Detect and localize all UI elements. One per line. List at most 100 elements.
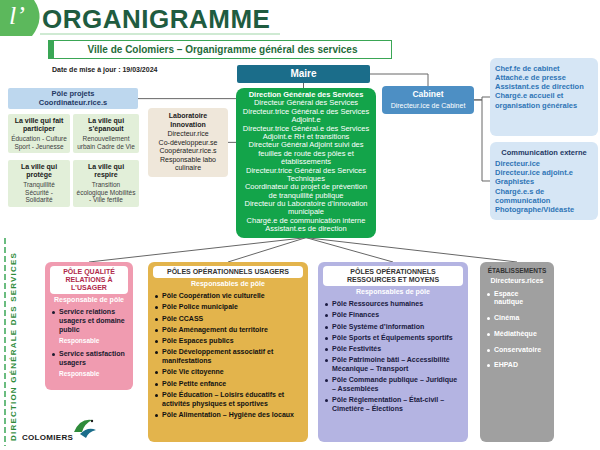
list-item: Pôle Patrimoine bâti – Accessibilité Méc… xyxy=(323,356,463,374)
box-heading: La ville qui protège xyxy=(11,163,67,179)
list-item: Pôle Vie citoyenne xyxy=(153,368,303,377)
banner-text: Ville de Colomiers – Organigramme généra… xyxy=(88,44,358,55)
list-item: Pôle Police municipale xyxy=(153,303,303,312)
list-item: Médiathèque xyxy=(485,330,549,339)
box-heading: Cabinet xyxy=(386,90,470,100)
column-heading: ÉTABLISSEMENTS xyxy=(485,266,549,275)
list-item: Pôle Finances xyxy=(323,311,463,320)
role-text: Attaché.e de presse xyxy=(495,73,593,82)
box-heading: La ville qui respire xyxy=(76,163,136,179)
box-text: Transition écologique Mobilités - Ville … xyxy=(76,181,136,203)
cabinet-box: CabinetDirecteur.ice de Cabinet xyxy=(382,86,474,114)
role-text: Chef.fe de cabinet xyxy=(495,64,593,73)
connector-line xyxy=(228,238,306,262)
column-heading: PÔLE QUALITÉ RELATIONS À L’USAGER xyxy=(50,266,128,294)
theme-box: La ville qui protègeTranquillité Sécurit… xyxy=(8,160,70,207)
box-text: Renouvellement urbain Cadre de Vie xyxy=(76,135,136,150)
list-item: Pôle Espaces publics xyxy=(153,337,303,346)
role-text: Chargé.e accueil et organisation général… xyxy=(495,91,593,109)
role-text: Directeur.ice de Cabinet xyxy=(386,102,470,110)
list-item: Pôle Commande publique – Juridique – Ass… xyxy=(323,376,463,394)
role-text: Responsable labo culinaire xyxy=(152,156,224,173)
role-text: Directeur.ice adjoint.e xyxy=(495,168,593,177)
role-text: Directeur.trice Général.e des Services A… xyxy=(240,108,372,125)
role-text: Directeur du Laboratoire d’innovation mu… xyxy=(240,200,372,217)
list-item: Pôle Ressources humaines xyxy=(323,300,463,309)
role-text: Directeur.trice Général des Services Tec… xyxy=(240,167,372,184)
box-text: Coordinateur.rice.s xyxy=(10,99,136,108)
page-title: ORGANIGRAMME xyxy=(42,4,270,34)
users-column: PÔLES OPÉRATIONNELS USAGERSResponsables … xyxy=(148,262,308,442)
list-item: Pôle Coopération vie culturelle xyxy=(153,292,303,301)
role-text: Directeur.trice Général.e des Services A… xyxy=(240,125,372,142)
connector-line xyxy=(228,142,236,143)
role-text: Assistant.es de direction xyxy=(240,225,372,233)
box-heading: Laboratoire Innovation xyxy=(152,112,224,129)
box-title: Maire xyxy=(240,68,367,80)
lab-box: Laboratoire InnovationDirecteur.riceCo-d… xyxy=(148,108,228,177)
connector-line xyxy=(89,238,306,262)
box-heading: Direction Générale des Services xyxy=(240,91,372,99)
list-item: Service relations usagers et domaine pub… xyxy=(50,308,128,334)
connector-line xyxy=(474,100,490,181)
logo-mark: l’ xyxy=(9,1,25,31)
list-item: Pôle Sports et Équipements sportifs xyxy=(323,334,463,343)
role-text: Directeur.ice xyxy=(495,159,593,168)
list-item: Pôle Réglementation – État-civil – Cimet… xyxy=(323,396,463,414)
role-text: Chargé.e de communication interne xyxy=(240,217,372,225)
column-heading: PÔLES OPÉRATIONNELS RESSOURCES ET MOYENS xyxy=(323,266,463,286)
list-item: Pôle Développement associatif et manifes… xyxy=(153,348,303,366)
quality-column: PÔLE QUALITÉ RELATIONS À L’USAGER Respons… xyxy=(45,262,133,390)
role-text: Photographe/Vidéaste xyxy=(495,205,593,214)
role-text: Directeur Général Adjoint suivi des feui… xyxy=(240,141,372,166)
city-logo-bird xyxy=(74,420,96,438)
role-text: Coordinateur du projet de prévention de … xyxy=(240,183,372,200)
role-text: Chargé.e.s de communication xyxy=(495,187,593,205)
role-text: Assistant.es de direction xyxy=(495,82,593,91)
project-pole-box: Pôle projetsCoordinateur.rice.s xyxy=(8,88,138,109)
connector-line xyxy=(306,238,393,262)
communication-panel: Communication externeDirecteur.iceDirect… xyxy=(490,142,598,220)
list-item: Pôle Festivités xyxy=(323,345,463,354)
side-rule xyxy=(4,238,6,446)
role-text: Co-développeur.se xyxy=(152,139,224,148)
role-text: Responsable de pôle xyxy=(50,296,128,304)
list-item: Service satisfaction usagers xyxy=(50,350,128,368)
list-item: Pôle CCASS xyxy=(153,315,303,324)
list-item: Espace nautique xyxy=(485,290,549,308)
box-text: Tranquillité Sécurité - Solidarité xyxy=(11,181,67,203)
theme-box: La ville qui respireTransition écologiqu… xyxy=(73,160,139,207)
list-item: Pôle Aménagement du territoire xyxy=(153,326,303,335)
connector-line xyxy=(306,238,517,262)
role-text: Responsable xyxy=(50,337,128,344)
logo-shape xyxy=(0,0,40,36)
staff-panel: Chef.fe de cabinetAttaché.e de presseAss… xyxy=(490,58,598,136)
list-item: Cinéma xyxy=(485,314,549,323)
role-text: Responsable xyxy=(50,370,128,377)
box-text: Pôle projets xyxy=(10,90,136,99)
facilities-column: ÉTABLISSEMENTS Directeurs.ricesEspace nau… xyxy=(480,262,554,442)
role-text: Coopérateur.rice.s xyxy=(152,147,224,156)
role-text: Directeur Général des Services xyxy=(240,99,372,107)
role-text: Directeurs.rices xyxy=(485,277,549,285)
resources-column: PÔLES OPÉRATIONNELS RESSOURCES ET MOYENS… xyxy=(318,262,468,442)
role-text: Graphistes xyxy=(495,177,593,186)
list-item: Pôle Système d’information xyxy=(323,323,463,332)
connector-line xyxy=(370,74,428,86)
role-text: Responsables de pôle xyxy=(323,288,463,296)
list-item: Pôle Alimentation – Hygiène des locaux xyxy=(153,411,303,420)
direction-box: Direction Générale des ServicesDirecteur… xyxy=(236,88,376,238)
theme-box: La ville qui s’épanouitRenouvellement ur… xyxy=(73,114,139,153)
box-heading: La ville qui fait participer xyxy=(11,117,67,133)
mayor-box: Maire xyxy=(237,65,370,83)
update-date: Date de mise à jour : 19/03/2024 xyxy=(52,66,157,73)
column-heading: PÔLES OPÉRATIONNELS USAGERS xyxy=(153,266,303,278)
side-title: DIRECTION GÉNÉRALE DES SERVICES xyxy=(9,252,19,441)
role-text: Directeur.rice xyxy=(152,130,224,139)
box-heading: Communication externe xyxy=(495,148,593,157)
header-banner: Ville de Colomiers – Organigramme généra… xyxy=(48,40,392,59)
city-name: COLOMIERS xyxy=(22,433,73,442)
box-text: Éducation - Culture Sport - Jeunesse xyxy=(11,135,67,150)
list-item: EHPAD xyxy=(485,361,549,370)
box-heading: La ville qui s’épanouit xyxy=(76,117,136,133)
